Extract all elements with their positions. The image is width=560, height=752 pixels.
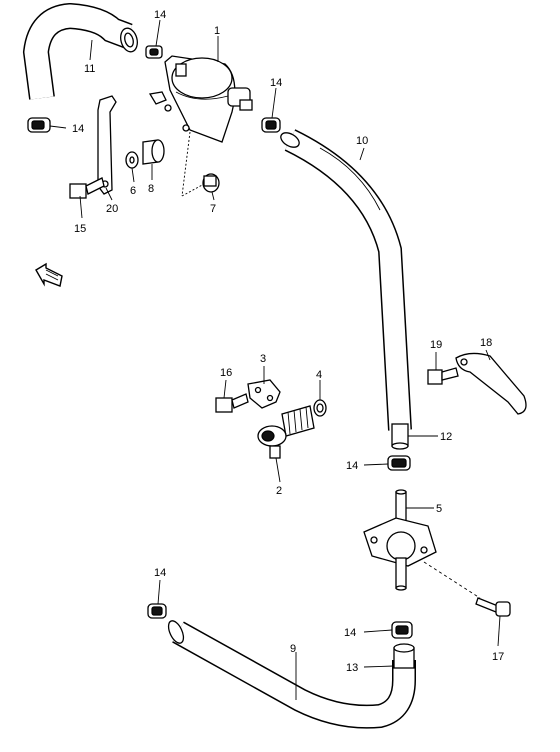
leader-lines (49, 19, 501, 700)
callout-12: 12 (440, 431, 452, 443)
callout-20: 20 (106, 203, 118, 215)
callout-16: 16 (220, 367, 232, 379)
callout-14-lower-left: 14 (154, 567, 166, 579)
callout-4: 4 (316, 369, 322, 381)
callout-1: 1 (214, 25, 220, 37)
fitting-2 (257, 405, 315, 459)
washer-6 (125, 151, 139, 169)
front-direction-arrow-icon (35, 262, 63, 287)
hose-11 (22, 2, 138, 100)
hose-12 (391, 423, 409, 450)
bracket-18 (455, 352, 527, 415)
callout-5: 5 (436, 503, 442, 515)
callout-3: 3 (260, 353, 266, 365)
callout-7: 7 (210, 203, 216, 215)
callout-14-middle-right: 14 (346, 460, 358, 472)
callout-9: 9 (290, 643, 296, 655)
callout-18: 18 (480, 337, 492, 349)
bolt-15 (69, 177, 105, 199)
callout-14-top: 14 (154, 9, 166, 21)
callout-14-upper-right: 14 (270, 77, 282, 89)
collar-7 (202, 173, 220, 193)
callout-11: 11 (84, 63, 95, 75)
fuel-filter-1 (148, 55, 253, 143)
clamp-14-lower-right (391, 621, 413, 639)
callout-14-lower-right: 14 (344, 627, 356, 639)
callout-6: 6 (130, 185, 136, 197)
callout-10: 10 (356, 135, 368, 147)
hose-9 (167, 620, 416, 729)
bolt-16 (215, 393, 249, 413)
clamp-14-middle-right (387, 455, 411, 471)
clamp-14-lower-left (147, 603, 167, 619)
clamp-14-upper-right (261, 117, 281, 133)
clamp-14-left (27, 117, 51, 133)
o-ring-4 (313, 399, 327, 417)
callout-17: 17 (492, 651, 504, 663)
callout-15: 15 (74, 223, 86, 235)
screw-17 (475, 597, 511, 617)
fuel-cock-5 (363, 489, 437, 591)
callout-2: 2 (276, 485, 282, 497)
callout-13: 13 (346, 662, 358, 674)
grommet-8 (142, 139, 165, 165)
clamp-14-top (145, 45, 163, 59)
callout-8: 8 (148, 183, 154, 195)
plate-3 (247, 379, 281, 409)
callout-14-left: 14 (72, 123, 84, 135)
callout-labels: 1 2 3 4 5 6 7 8 9 10 11 12 13 14 14 14 1… (72, 9, 504, 674)
callout-19: 19 (430, 339, 442, 351)
bolt-19 (427, 367, 459, 385)
hose-13 (393, 643, 415, 669)
hose-10 (280, 129, 412, 431)
